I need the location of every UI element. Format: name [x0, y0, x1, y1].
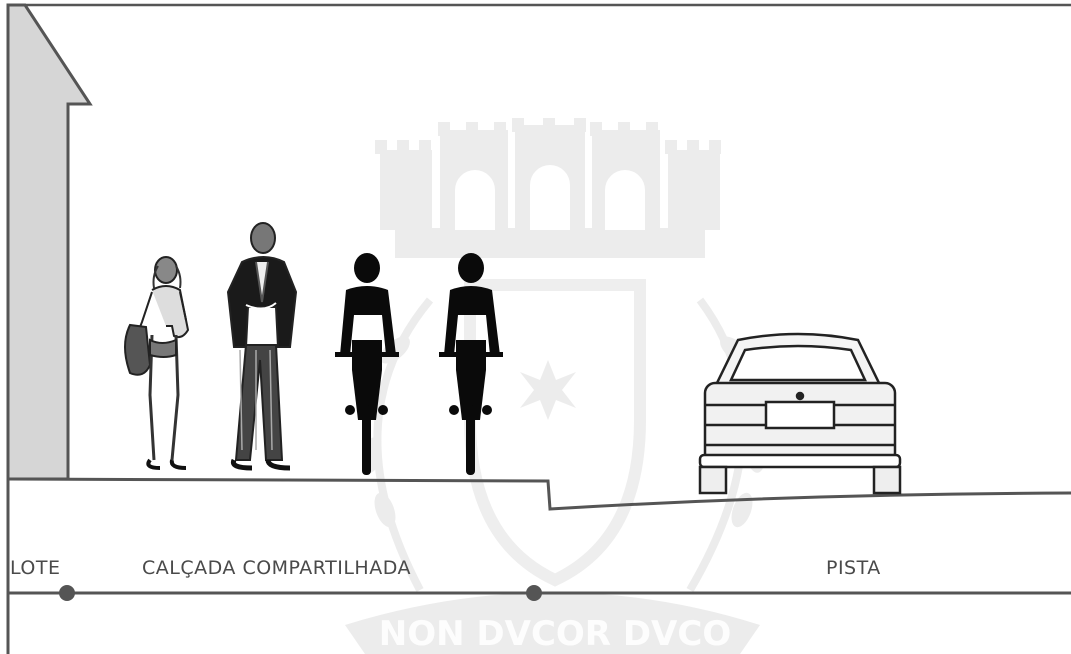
sidewalk-boundary-marker — [526, 585, 542, 601]
calcada-compartilhada-label: CALÇADA COMPARTILHADA — [142, 557, 411, 579]
car-rear-icon — [698, 332, 902, 495]
cyclist-icon — [439, 253, 503, 475]
man-pedestrian-icon — [226, 222, 298, 471]
lote-boundary-marker — [59, 585, 75, 601]
pista-label: PISTA — [826, 557, 881, 579]
woman-pedestrian-icon — [124, 256, 190, 470]
sidewalk-and-road-profile — [7, 477, 1071, 511]
building-icon — [6, 3, 93, 481]
lote-label: LOTE — [10, 557, 61, 579]
cyclist-icon — [335, 253, 399, 475]
watermark-motto: NON DVCOR DVCO — [379, 614, 731, 654]
city-coat-of-arms-watermark — [345, 118, 765, 654]
